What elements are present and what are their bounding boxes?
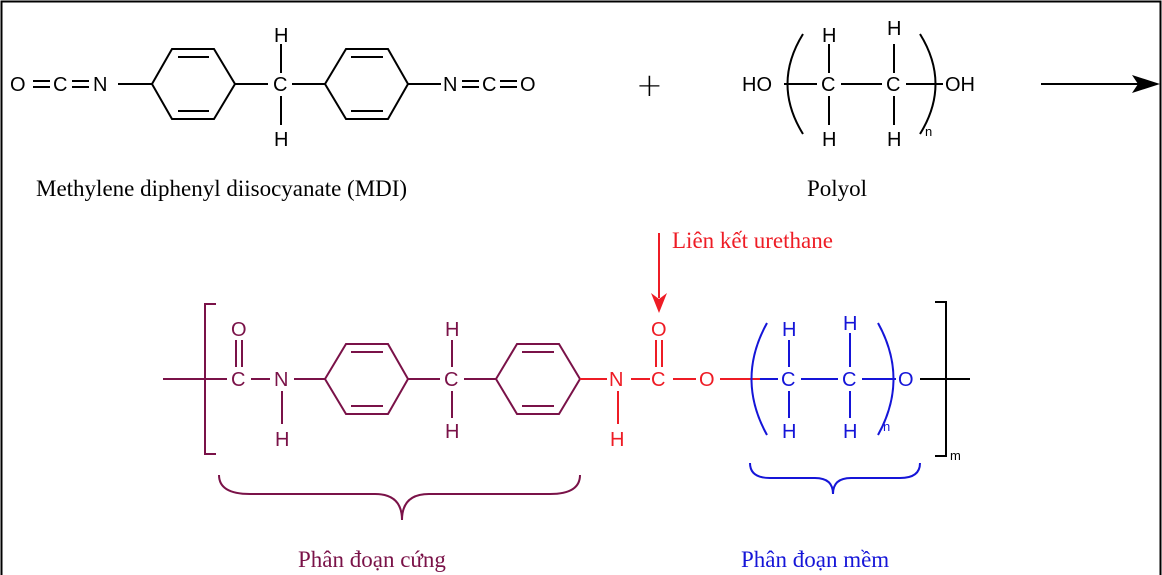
soft-atom-o: O	[898, 369, 914, 391]
hard-atom-h-bottom: H	[445, 421, 459, 443]
mdi-atom-o-left: O	[10, 74, 26, 96]
hard-atom-h-top: H	[445, 319, 459, 341]
polyol-subscript-n: n	[925, 124, 932, 139]
polyol-atom-h1-bottom: H	[822, 129, 836, 151]
urethane-atom-h: H	[610, 429, 624, 451]
polyol-atom-h1-top: H	[822, 25, 836, 47]
soft-segment-brace	[749, 462, 921, 495]
hard-atom-c: C	[231, 369, 245, 391]
mdi-atom-o-right: O	[520, 74, 536, 96]
mdi-atom-c-center: C	[273, 74, 287, 96]
mdi-atom-h-top: H	[274, 25, 288, 47]
hard-segment-label: Phân đoạn cứng	[298, 547, 446, 572]
polyol-name: Polyol	[807, 176, 867, 201]
polyol-atom-c2: C	[886, 74, 900, 96]
mdi-structure	[33, 44, 517, 125]
urethane-structure	[580, 340, 760, 424]
soft-subscript-n: n	[883, 419, 890, 434]
mdi-atom-c-left: C	[53, 74, 67, 96]
mdi-atom-h-bottom: H	[274, 129, 288, 151]
mdi-atom-n-right: N	[443, 74, 457, 96]
mdi-name: Methylene diphenyl diisocyanate (MDI)	[36, 176, 407, 201]
mdi-atom-n-left: N	[93, 74, 107, 96]
repeat-subscript-m: m	[950, 448, 961, 463]
polyol-atom-ho: HO	[742, 74, 772, 96]
soft-atom-c2: C	[842, 369, 856, 391]
hard-ring-right	[494, 343, 582, 415]
hard-atom-n: N	[274, 369, 288, 391]
soft-atom-h1-top: H	[782, 319, 796, 341]
soft-atom-h1-bottom: H	[782, 421, 796, 443]
reaction-arrow	[1041, 75, 1160, 93]
hard-atom-o: O	[231, 319, 247, 341]
mdi-atom-c-right: C	[482, 74, 496, 96]
soft-atom-h2-bottom: H	[843, 421, 857, 443]
soft-atom-h2-top: H	[843, 313, 857, 335]
polyol-atom-c1: C	[821, 74, 835, 96]
soft-segment-label: Phân đoạn mềm	[741, 547, 889, 572]
repeat-bracket-right	[935, 301, 947, 457]
polyol-atom-oh: OH	[945, 74, 975, 96]
hard-segment-structure	[163, 303, 582, 455]
hard-segment-brace	[218, 474, 581, 521]
urethane-linkage-label: Liên kết urethane	[672, 228, 833, 253]
polyol-atom-h2-bottom: H	[887, 129, 901, 151]
benzene-ring-right	[323, 48, 410, 120]
benzene-ring-left	[150, 48, 237, 120]
hard-atom-c-center: C	[444, 369, 458, 391]
chain-end	[920, 301, 970, 457]
urethane-pointer-arrow	[651, 233, 667, 313]
urethane-atom-n: N	[609, 369, 623, 391]
soft-segment-structure	[750, 322, 896, 436]
polyol-atom-h2-top: H	[887, 18, 901, 40]
urethane-atom-o-chain: O	[699, 369, 715, 391]
hard-ring-left	[323, 343, 410, 415]
urethane-atom-c: C	[651, 369, 665, 391]
polyol-structure	[784, 33, 943, 135]
soft-paren-left	[750, 322, 768, 436]
repeat-bracket-left	[204, 303, 216, 455]
hard-atom-h-n: H	[275, 429, 289, 451]
urethane-atom-o-top: O	[651, 319, 667, 341]
plus-sign: +	[636, 66, 663, 104]
soft-atom-c1: C	[781, 369, 795, 391]
